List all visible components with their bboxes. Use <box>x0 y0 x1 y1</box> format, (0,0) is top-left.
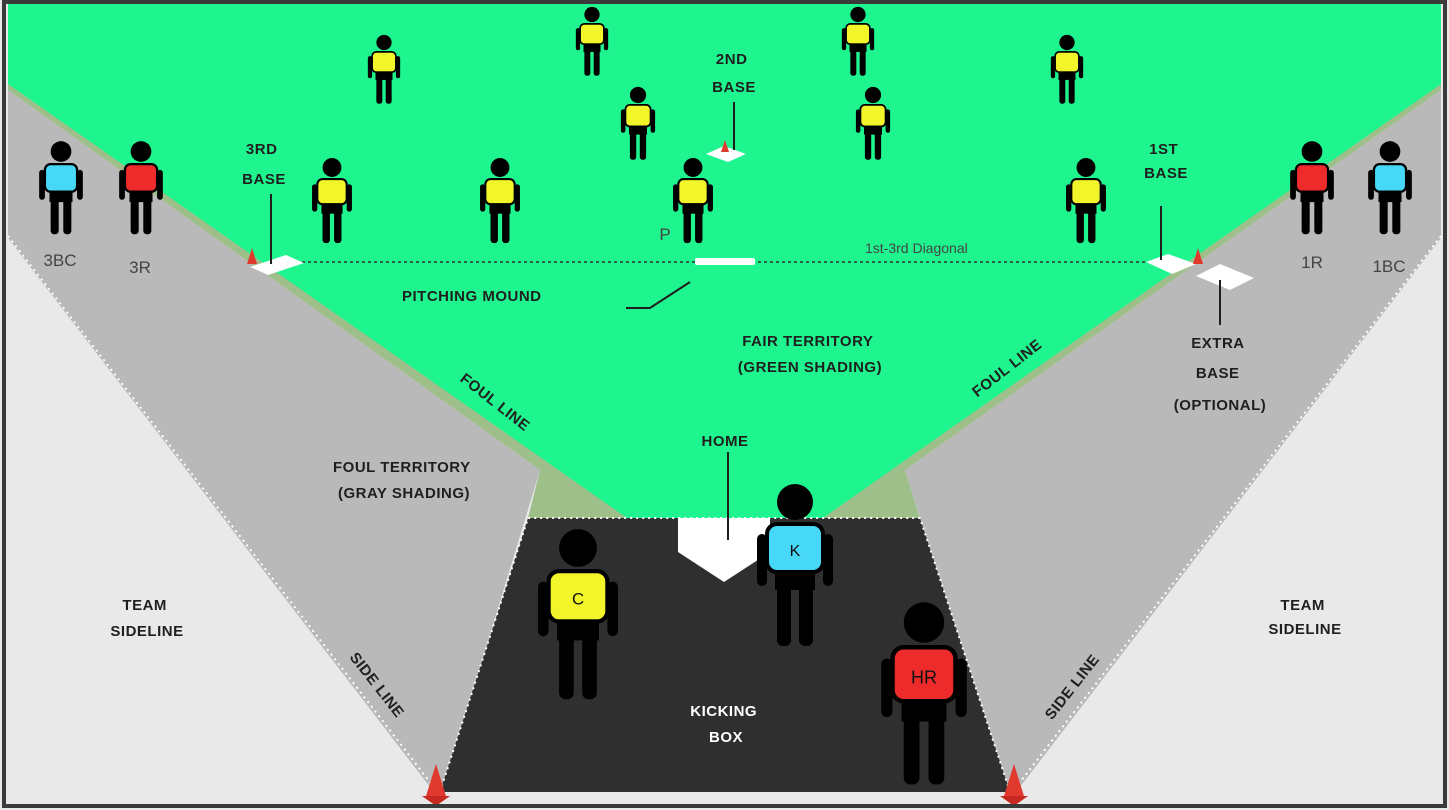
kicking-box-outline <box>439 517 1011 793</box>
label-diagonal: 1st-3rd Diagonal <box>865 240 968 256</box>
kicker: K <box>757 484 833 646</box>
pitcher-label: P <box>659 225 670 244</box>
cone-first-base <box>1193 248 1203 264</box>
label-third-base-1: 3RD <box>246 141 278 158</box>
label-extra-base-3: (OPTIONAL) <box>1174 397 1267 414</box>
cone-second-base <box>721 140 729 152</box>
pitching-rubber <box>695 258 755 265</box>
svg-text:FOUL TERRITORY (GRAY SHADI: FOUL TERRITORY (GRAY SHADING) <box>333 459 475 502</box>
label-extra-base-1: EXTRA <box>1191 335 1244 352</box>
svg-text:EXTRA BASE (OPTIONAL): EXTRA BASE (OPTIONAL) <box>1174 335 1267 414</box>
fielder-right-center-far <box>841 6 875 76</box>
label-team-sideline-right-2: SIDELINE <box>1268 621 1341 638</box>
svg-text:1ST BASE: 1ST BASE <box>1144 141 1188 182</box>
home-runner-label: HR <box>911 667 937 687</box>
side-line-right-marking <box>1013 235 1442 791</box>
label-kicking-box-1: KICKING <box>690 703 757 720</box>
first-base-coach-label: 1BC <box>1372 257 1405 276</box>
label-first-base-1: 1ST <box>1149 141 1178 158</box>
label-first-base-2: BASE <box>1144 165 1188 182</box>
foul-territory-right <box>905 90 1441 800</box>
svg-text:3RD BASE: 3RD BASE <box>242 141 286 188</box>
fielder-left-far <box>367 34 401 104</box>
svg-text:2ND BASE: 2ND BASE <box>712 51 756 96</box>
fielder-second-base <box>855 86 891 160</box>
label-home: HOME <box>702 433 749 450</box>
pitcher <box>673 158 713 244</box>
pointer-pitching-mound <box>626 281 691 309</box>
third-base-coach-label: 3BC <box>43 251 76 270</box>
fielder-left-center-far <box>575 6 609 76</box>
svg-text:FAIR TERRITORY (GREEN SHAD: FAIR TERRITORY (GREEN SHADING) <box>738 333 882 376</box>
label-fair-territory-2: (GREEN SHADING) <box>738 359 882 376</box>
home-runner: HR <box>881 602 967 785</box>
first-base-coach: 1BC <box>1368 141 1412 276</box>
first-base-runner: 1R <box>1290 141 1334 272</box>
label-team-sideline-right-1: TEAM <box>1280 597 1325 614</box>
label-second-base-2: BASE <box>712 79 756 96</box>
label-extra-base-2: BASE <box>1196 365 1240 382</box>
fielder-left-infield <box>480 158 520 244</box>
first-base <box>1146 254 1196 274</box>
label-team-sideline-left-1: TEAM <box>122 597 167 614</box>
third-base-runner-label: 3R <box>129 258 151 277</box>
cone-third-base <box>247 248 257 264</box>
catcher-label: C <box>572 590 584 609</box>
catcher: C <box>538 529 618 700</box>
third-base-runner: 3R <box>119 141 163 277</box>
fielder-shortstop <box>620 86 656 160</box>
fielder-third-base <box>312 158 352 244</box>
label-team-sideline-left-2: SIDELINE <box>110 623 183 640</box>
third-base <box>250 255 304 275</box>
svg-text:TEAM SIDELINE: TEAM SIDELINE <box>1268 597 1341 638</box>
label-foul-territory-2: (GRAY SHADING) <box>338 485 470 502</box>
side-line-left-marking <box>7 235 437 791</box>
home-plate <box>678 518 770 582</box>
label-kicking-box-2: BOX <box>709 729 743 746</box>
label-third-base-2: BASE <box>242 171 286 188</box>
svg-text:KICKING BOX: KICKING BOX <box>690 703 762 746</box>
cone-bottom-right <box>1000 764 1028 806</box>
second-base <box>706 146 746 162</box>
fielder-right-far <box>1050 34 1084 104</box>
foul-territory-left <box>8 90 540 800</box>
kicker-label: K <box>790 543 801 560</box>
cone-bottom-left <box>422 764 450 806</box>
label-second-base-1: 2ND <box>716 51 748 68</box>
svg-text:TEAM SIDELINE: TEAM SIDELINE <box>110 597 183 640</box>
fielder-first-base <box>1066 158 1106 244</box>
label-foul-territory-1: FOUL TERRITORY <box>333 459 470 476</box>
label-pitching-mound: PITCHING MOUND <box>402 288 542 305</box>
extra-base <box>1196 264 1254 290</box>
first-base-runner-label: 1R <box>1301 253 1323 272</box>
label-fair-territory-1: FAIR TERRITORY <box>742 333 873 350</box>
third-base-coach: 3BC <box>39 141 83 270</box>
